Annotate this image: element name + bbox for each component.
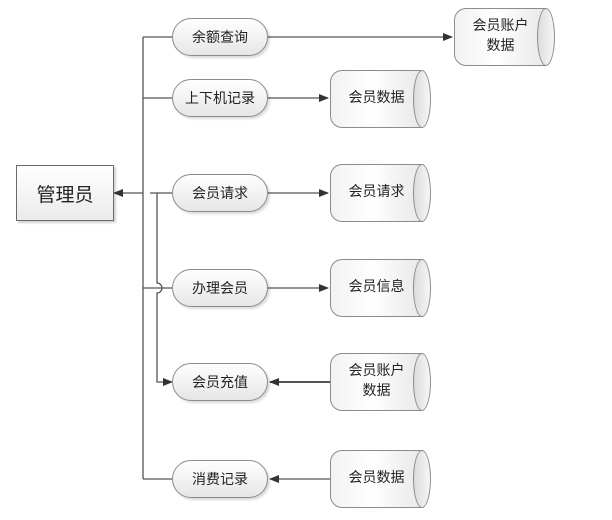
store-label: 会员请求 <box>348 184 405 201</box>
store-label: 会员账户 数据 <box>348 363 405 399</box>
admin-entity: 管理员 <box>16 165 114 221</box>
process-handle-membership: 办理会员 <box>172 269 268 307</box>
process-label: 办理会员 <box>192 281 248 297</box>
process-member-request: 会员请求 <box>172 174 268 212</box>
process-balance-query: 余额查询 <box>172 18 268 56</box>
process-label: 会员充值 <box>192 375 248 391</box>
store-member-data: 会员数据 <box>330 70 431 128</box>
store-member-account-data: 会员账户 数据 <box>330 353 431 411</box>
store-label: 会员数据 <box>348 90 405 107</box>
store-member-account-data: 会员账户 数据 <box>454 8 555 66</box>
store-label: 会员账户 数据 <box>472 18 529 54</box>
process-label: 消费记录 <box>192 472 248 488</box>
store-member-data: 会员数据 <box>330 450 431 508</box>
process-label: 上下机记录 <box>185 91 255 107</box>
recharge-feed-line <box>156 193 173 386</box>
store-label: 会员信息 <box>348 279 405 296</box>
process-consumption-records: 消费记录 <box>172 460 268 498</box>
process-label: 余额查询 <box>192 30 248 46</box>
process-member-recharge: 会员充值 <box>172 363 268 401</box>
process-label: 会员请求 <box>192 186 248 202</box>
store-label: 会员数据 <box>348 470 405 487</box>
admin-label: 管理员 <box>36 183 94 206</box>
store-member-info: 会员信息 <box>330 259 431 317</box>
store-member-request: 会员请求 <box>330 164 431 222</box>
process-login-records: 上下机记录 <box>172 79 268 117</box>
